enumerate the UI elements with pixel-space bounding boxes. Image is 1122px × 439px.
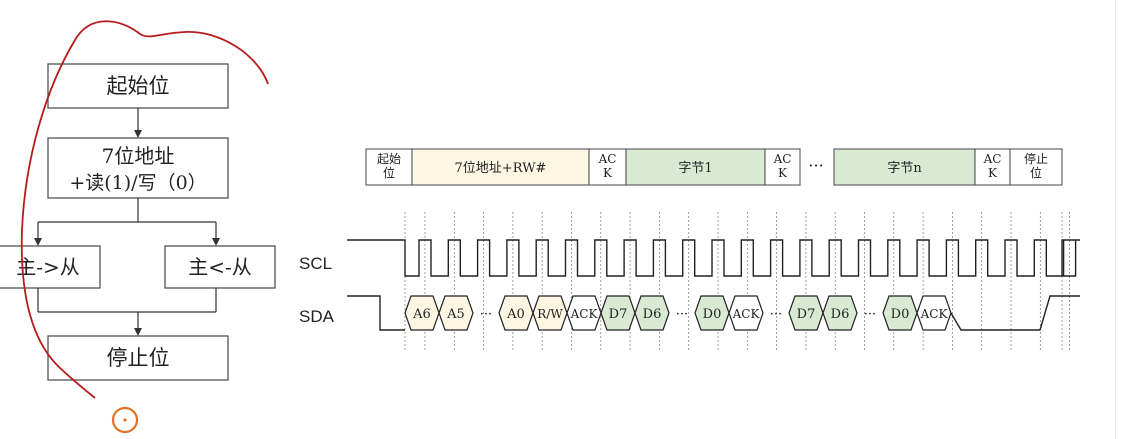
start-label: 起始位 (107, 74, 170, 98)
sda-bit-label: R/W (537, 307, 563, 321)
sda-waveform: A6 A5 ··· A0 R/W ACK D7 D6 ··· D0 ACK ··· D7 D6 ··· D0 A… (347, 295, 1080, 331)
arrow-head-to-stop (134, 328, 142, 336)
arrow-head-start-to-address (134, 130, 142, 138)
red-pen-annotation (20, 20, 269, 399)
address-label-line1: 7位地址 (102, 144, 175, 168)
sda-bit-label: D6 (643, 307, 662, 322)
flowchart: 起始位 7位地址 +读(1)/写（0） 主->从 主<-从 停止位 (0, 63, 276, 381)
sda-bit-cell (438, 295, 474, 331)
master-to-slave-label: 主->从 (16, 255, 80, 279)
frame-field-label: K (778, 166, 788, 180)
frame-field-box (974, 148, 1011, 186)
cursor-ring (111, 406, 139, 434)
sda-bit-label: ACK (570, 307, 599, 321)
frame-field-label: K (603, 166, 613, 180)
scl-label: SCL (299, 254, 332, 273)
sda-bit-label: A5 (446, 307, 465, 322)
frame-field-box (833, 148, 976, 186)
frame-field-box (1009, 148, 1063, 186)
arrow-head-to-master-to-slave (34, 238, 42, 246)
sda-bit-label: D6 (831, 307, 850, 322)
stop-label: 停止位 (107, 346, 170, 370)
sda-bit-label: D7 (609, 307, 628, 322)
sda-bit-label: D0 (891, 307, 910, 322)
sda-bit-label: D7 (797, 307, 816, 322)
frame-field-box (588, 148, 627, 186)
sda-bit-label: ACK (732, 307, 761, 321)
address-box (47, 137, 229, 199)
page-edge (1115, 0, 1116, 439)
sda-ellipsis: ··· (676, 307, 688, 322)
sda-ellipsis: ··· (864, 307, 876, 322)
sda-bit-cell (822, 295, 858, 331)
slave-to-master-box (164, 245, 276, 289)
sda-start-edge (347, 295, 405, 331)
arrow-head-to-slave-to-master (212, 238, 220, 246)
timing-guide-lines (404, 212, 1070, 352)
frame-field-label: 7位地址+RW# (455, 161, 547, 176)
frame-field-label: AC (598, 152, 617, 166)
sda-bit-label: A6 (412, 307, 431, 322)
stop-box (47, 335, 229, 381)
frame-ellipsis: ··· (808, 156, 823, 175)
sda-ellipsis: ··· (480, 307, 492, 322)
sda-bit-cell (728, 295, 764, 331)
sda-bit-label: D0 (703, 307, 722, 322)
frame-field-label: 起始 (377, 152, 401, 166)
frame-field-label: 位 (1030, 165, 1042, 180)
frame-field-label: K (988, 166, 998, 180)
frame-field-box (764, 148, 801, 186)
sda-bit-cell (634, 295, 670, 331)
master-to-slave-box (0, 245, 101, 289)
sda-bit-label: ACK (920, 307, 949, 321)
frame-field-label: AC (773, 152, 792, 166)
frame-field-label: 停止 (1024, 151, 1048, 166)
frame-field-label: 字节n (887, 161, 922, 176)
scl-waveform (347, 239, 1080, 277)
address-label-line2: +读(1)/写（0） (69, 172, 206, 194)
slave-to-master-label: 主<-从 (188, 255, 252, 279)
frame-field-label: AC (983, 152, 1002, 166)
frame-field-label: 字节1 (678, 161, 712, 176)
sda-stop-edge (950, 295, 1080, 331)
cursor-dot (123, 418, 127, 422)
sda-bit-label: A0 (506, 307, 525, 322)
sda-label: SDA (299, 307, 335, 326)
sda-ellipsis: ··· (770, 307, 782, 322)
frame-field-label: 位 (383, 165, 395, 180)
